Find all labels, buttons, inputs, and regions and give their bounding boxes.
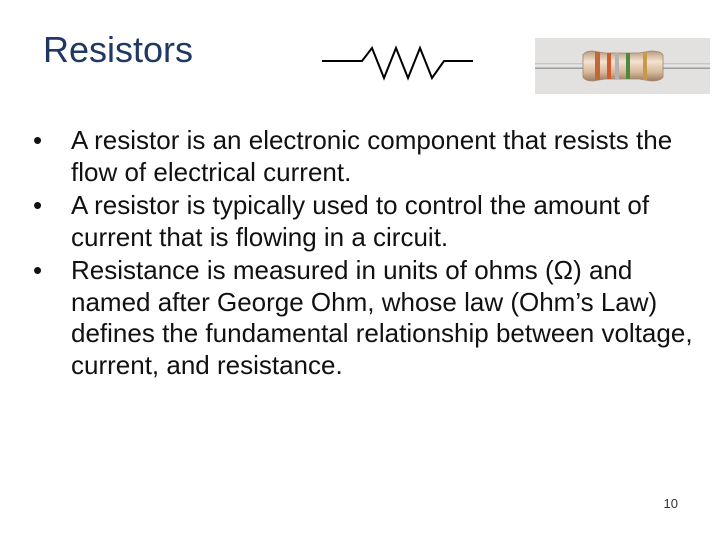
bullet-item: • A resistor is typically used to contro… bbox=[0, 190, 720, 253]
bullet-marker: • bbox=[33, 190, 43, 220]
slide-title: Resistors bbox=[43, 29, 194, 70]
bullet-text: A resistor is typically used to control … bbox=[71, 190, 650, 252]
bullet-item: • Resistance is measured in units of ohm… bbox=[0, 255, 720, 381]
bullet-marker: • bbox=[33, 255, 43, 285]
bullet-text: Resistance is measured in units of ohms … bbox=[71, 255, 693, 380]
bullet-text: A resistor is an electronic component th… bbox=[71, 125, 673, 187]
resistor-photo bbox=[535, 38, 710, 94]
bullet-marker: • bbox=[33, 125, 43, 155]
resistor-symbol-icon bbox=[322, 45, 473, 81]
bullet-list: • A resistor is an electronic component … bbox=[0, 125, 720, 383]
bullet-item: • A resistor is an electronic component … bbox=[0, 125, 720, 188]
page-number: 10 bbox=[663, 496, 678, 511]
